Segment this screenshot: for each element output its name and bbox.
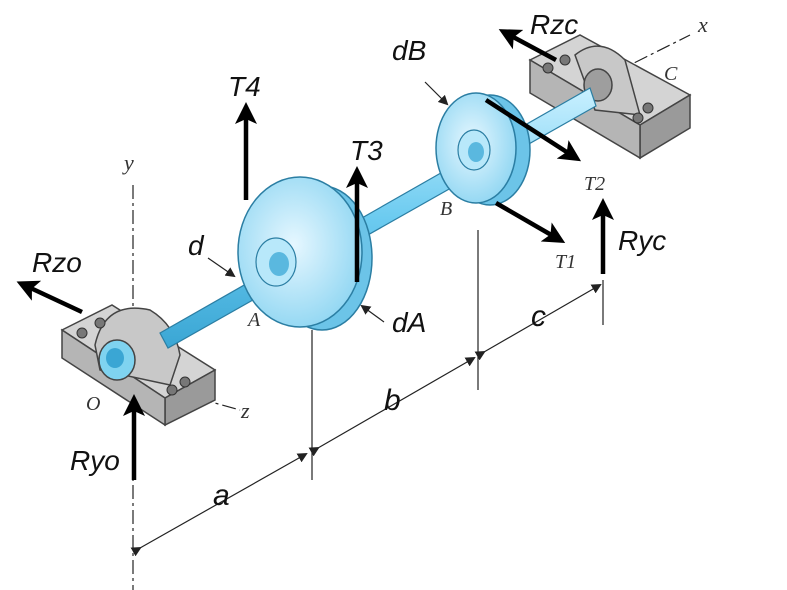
Rzc-arrow [498,29,558,62]
pulley-B [435,92,531,206]
dim-line-b [308,357,476,457]
label-A: A [246,309,261,331]
label-z: z [240,398,250,423]
pulley-A [237,176,373,331]
T2-arrow [484,98,582,162]
label-T4: T4 [228,71,261,102]
label-x: x [697,12,708,37]
z-axis-line [149,384,241,411]
label-O: O [86,393,100,415]
label-Ryc: Ryc [618,225,666,256]
dim-line-c [474,283,602,361]
label-T1: T1 [555,251,576,273]
label-d: d [188,230,205,261]
label-B: B [440,198,452,220]
label-dB: dB [392,35,426,66]
label-T3: T3 [350,135,383,166]
label-Rzo: Rzo [32,247,82,278]
dA-leader [360,304,385,323]
label-Ryo: Ryo [70,445,120,476]
dB-leader [424,81,449,106]
label-c: c [531,300,546,333]
label-y: y [122,150,134,175]
Rzo-arrow [16,280,83,315]
label-C: C [664,63,678,85]
label-Rzc: Rzc [530,9,578,40]
dim-line-a [130,453,308,557]
label-T2: T2 [584,173,605,195]
d-leader [207,257,236,278]
label-a: a [213,479,230,512]
T1-arrow [494,201,566,244]
label-b: b [384,384,401,417]
bearing-C [528,34,692,160]
label-dA: dA [392,307,426,338]
